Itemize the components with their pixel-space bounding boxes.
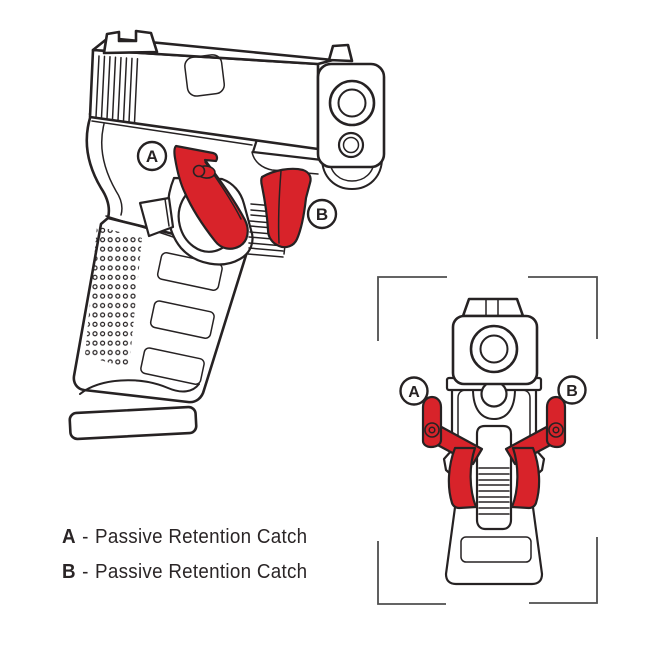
grip-stipple-texture (85, 226, 142, 368)
legend-key-b: B (62, 561, 76, 583)
viewfinder-brackets (377, 276, 598, 605)
catch-pin (548, 422, 564, 438)
label-a-badge: A (136, 140, 168, 172)
frame-chin (321, 157, 383, 190)
legend-item-a: A-Passive Retention Catch (62, 520, 307, 555)
takedown-lever (138, 196, 175, 238)
pistol-side-view: A B (68, 29, 386, 441)
magwell-panel (460, 536, 532, 563)
front-trigger-guard (475, 424, 513, 531)
label-a-letter: A (146, 147, 158, 166)
ejection-port (184, 54, 226, 97)
magazine-baseplate (68, 405, 198, 441)
legend-separator: - (82, 561, 89, 583)
legend-text-a: Passive Retention Catch (95, 526, 308, 548)
front-muzzle-bore (469, 324, 519, 374)
front-label-b-letter: B (566, 383, 578, 400)
pistol-front-view: A B (377, 276, 598, 605)
pistol-slide (88, 29, 386, 190)
guide-rod (337, 131, 365, 159)
legend: A-Passive Retention Catch B-Passive Rete… (62, 520, 323, 590)
label-b-badge: B (306, 198, 338, 230)
rear-sight (102, 29, 159, 55)
barrel-cut-arc (472, 388, 516, 420)
retention-catch-a-highlight (173, 144, 249, 250)
legend-text-b: Passive Retention Catch (95, 561, 308, 583)
grip-panel (140, 347, 205, 385)
front-slide (445, 297, 543, 408)
front-retention-catch-b (504, 395, 567, 510)
legend-key-a: A (62, 526, 76, 548)
front-label-b-badge: B (557, 375, 587, 405)
legend-separator: - (82, 526, 89, 548)
pistol-grip (68, 216, 249, 441)
front-label-a-badge: A (399, 376, 429, 406)
retention-catch-b-highlight (260, 167, 312, 249)
label-b-letter: B (316, 205, 328, 224)
legend-item-b: B-Passive Retention Catch (62, 555, 307, 590)
front-retention-catch-a (421, 395, 484, 510)
guard-serrations (478, 467, 510, 515)
front-sight-front-view (461, 297, 525, 318)
slide-serrations (95, 55, 139, 124)
catch-pin (424, 422, 440, 438)
front-sight (327, 43, 354, 63)
front-label-a-letter: A (408, 384, 420, 401)
grip-panel (149, 300, 215, 339)
muzzle-bore (328, 79, 376, 127)
